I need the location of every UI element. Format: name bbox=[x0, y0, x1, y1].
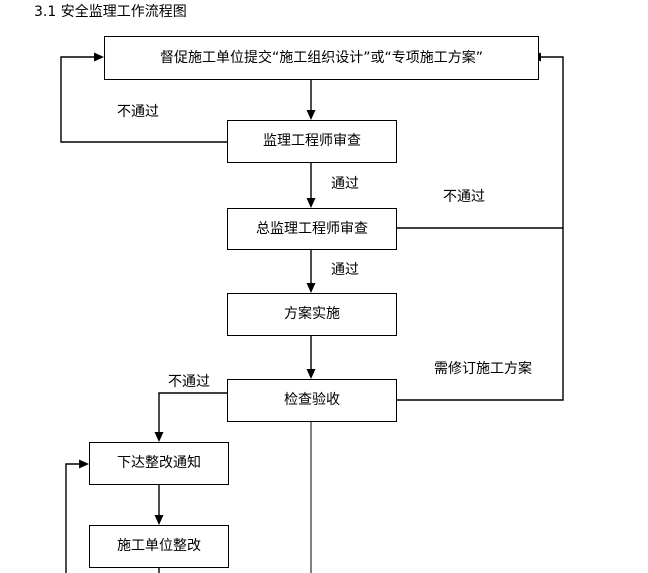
wire-engineer-fail-loop bbox=[60, 56, 227, 143]
arrow-engineer-fail-to-submit bbox=[94, 52, 104, 62]
arrow-notice-to-rectify bbox=[154, 515, 164, 525]
node-chief-engineer-review[interactable]: 总监理工程师审查 bbox=[227, 208, 397, 250]
node-plan-implementation[interactable]: 方案实施 bbox=[227, 293, 397, 336]
node-engineer-review[interactable]: 监理工程师审查 bbox=[227, 120, 397, 163]
edge-label-chief-fail: 不通过 bbox=[443, 189, 485, 205]
edge-label-chief-pass: 通过 bbox=[331, 262, 359, 278]
node-chief-engineer-review-label: 总监理工程师审查 bbox=[256, 220, 368, 237]
arrow-chief-to-implement bbox=[306, 283, 316, 293]
node-plan-implementation-label: 方案实施 bbox=[284, 306, 340, 323]
wire-chief-fail-loop bbox=[397, 56, 564, 229]
arrow-return-loop-to-notice bbox=[79, 459, 89, 469]
arrow-inspect-fail-to-notice bbox=[154, 432, 164, 442]
wire-inspect-fail bbox=[158, 392, 227, 435]
edge-label-engineer-pass: 通过 bbox=[331, 176, 359, 192]
arrow-engineer-to-chief bbox=[306, 198, 316, 208]
arrow-implement-to-inspect bbox=[306, 369, 316, 379]
node-engineer-review-label: 监理工程师审查 bbox=[263, 133, 361, 150]
edge-label-inspect-revise: 需修订施工方案 bbox=[434, 361, 532, 377]
page-title: 3.1 安全监理工作流程图 bbox=[34, 4, 187, 20]
node-submit-label: 督促施工单位提交“施工组织设计”或“专项施工方案” bbox=[159, 49, 483, 66]
node-rectification-notice[interactable]: 下达整改通知 bbox=[89, 442, 229, 485]
node-contractor-rectification[interactable]: 施工单位整改 bbox=[89, 525, 229, 568]
edge-label-engineer-fail: 不通过 bbox=[117, 104, 159, 120]
arrow-submit-to-engineer bbox=[306, 110, 316, 120]
node-rectification-notice-label: 下达整改通知 bbox=[117, 455, 201, 472]
node-contractor-rectification-label: 施工单位整改 bbox=[117, 538, 201, 555]
node-inspection-acceptance-label: 检查验收 bbox=[284, 392, 340, 409]
node-submit[interactable]: 督促施工单位提交“施工组织设计”或“专项施工方案” bbox=[104, 36, 539, 80]
wire-inspect-revise-loop bbox=[397, 228, 564, 401]
node-inspection-acceptance[interactable]: 检查验收 bbox=[227, 379, 397, 422]
wire-return-loop-to-notice bbox=[65, 463, 81, 573]
edge-label-inspect-fail: 不通过 bbox=[168, 374, 210, 390]
